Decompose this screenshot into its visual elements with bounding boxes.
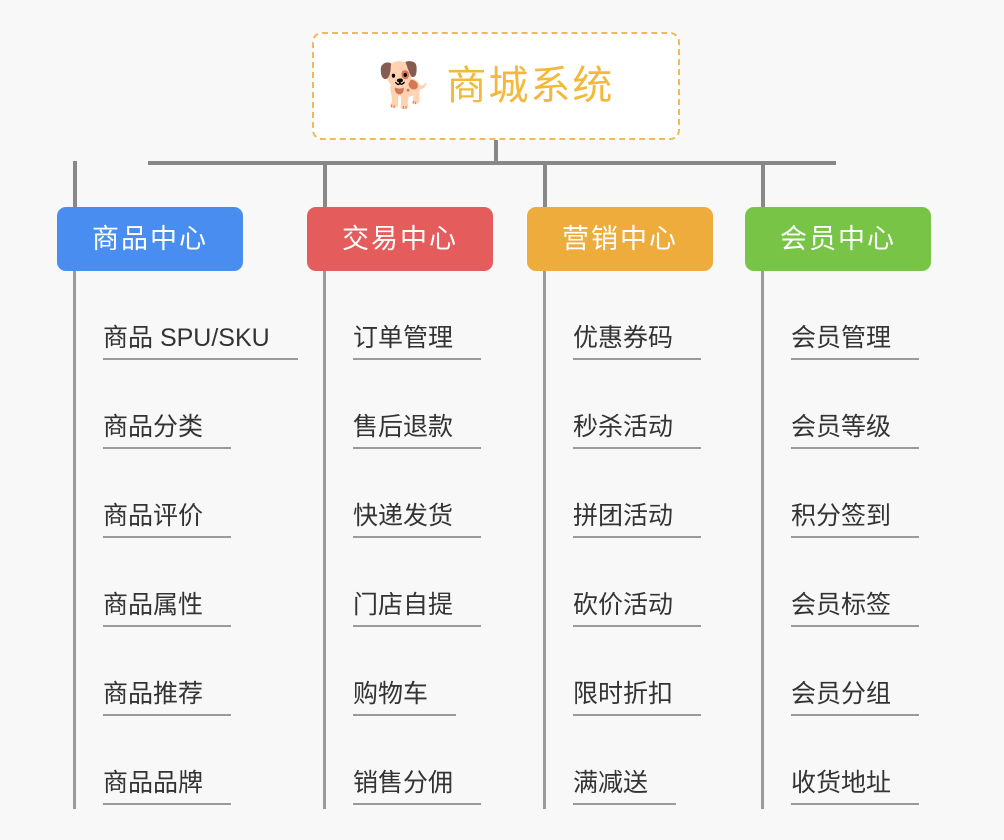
leaf-item[interactable]: 商品评价 [73, 449, 232, 538]
trunk-line-trade-center [323, 271, 326, 809]
leaf-item-label: 商品品牌 [103, 769, 232, 805]
leaf-item[interactable]: 砍价活动 [543, 538, 702, 627]
leaf-item-label: 商品属性 [103, 591, 232, 627]
root-title: 商城系统 [446, 64, 615, 108]
leaf-item[interactable]: 秒杀活动 [543, 360, 702, 449]
leaf-item-label: 商品 SPU/SKU [103, 324, 298, 360]
leaf-item-label: 商品分类 [103, 413, 232, 449]
leaf-item-label: 优惠券码 [573, 324, 702, 360]
leaf-item[interactable]: 售后退款 [323, 360, 482, 449]
category-header-trade-center[interactable]: 交易中心 [307, 207, 493, 271]
leaf-item-label: 商品评价 [103, 502, 232, 538]
leaf-item-label: 购物车 [353, 680, 457, 716]
leaf-item-label: 秒杀活动 [573, 413, 702, 449]
column-member-center: 会员中心会员管理会员等级积分签到会员标签会员分组收货地址 [745, 207, 931, 809]
leaf-item-label: 商品推荐 [103, 680, 232, 716]
leaf-item[interactable]: 商品分类 [73, 360, 232, 449]
leaf-item[interactable]: 商品推荐 [73, 627, 232, 716]
category-header-product-center[interactable]: 商品中心 [57, 207, 243, 271]
leaf-item-label: 限时折扣 [573, 680, 702, 716]
leaf-item-label: 会员标签 [791, 591, 920, 627]
connector-drop-product-center [73, 161, 77, 207]
leaf-item-label: 积分签到 [791, 502, 920, 538]
connector-drop-marketing-center [543, 161, 547, 207]
leaf-item[interactable]: 商品属性 [73, 538, 232, 627]
leaf-item-label: 会员分组 [791, 680, 920, 716]
leaf-item[interactable]: 优惠券码 [543, 271, 702, 360]
leaf-item-label: 会员等级 [791, 413, 920, 449]
leaf-item[interactable]: 商品品牌 [73, 716, 232, 805]
trunk-line-member-center [761, 271, 764, 809]
root-node[interactable]: 🐕 商城系统 [312, 32, 680, 140]
connector-drop-member-center [761, 161, 765, 207]
leaf-item-label: 满减送 [573, 769, 677, 805]
connector-drop-trade-center [323, 161, 327, 207]
leaf-item[interactable]: 会员分组 [761, 627, 920, 716]
leaf-item-label: 销售分佣 [353, 769, 482, 805]
leaf-item[interactable]: 会员管理 [761, 271, 920, 360]
leaf-item[interactable]: 门店自提 [323, 538, 482, 627]
category-header-member-center[interactable]: 会员中心 [745, 207, 931, 271]
leaf-item[interactable]: 快递发货 [323, 449, 482, 538]
leaf-item[interactable]: 积分签到 [761, 449, 920, 538]
leaf-item[interactable]: 订单管理 [323, 271, 482, 360]
leaf-item[interactable]: 购物车 [323, 627, 457, 716]
column-trade-center: 交易中心订单管理售后退款快递发货门店自提购物车销售分佣 [307, 207, 493, 809]
leaf-item-label: 订单管理 [353, 324, 482, 360]
category-header-marketing-center[interactable]: 营销中心 [527, 207, 713, 271]
leaf-item-label: 会员管理 [791, 324, 920, 360]
trunk-line-marketing-center [543, 271, 546, 809]
leaf-item[interactable]: 拼团活动 [543, 449, 702, 538]
trunk-line-product-center [73, 271, 76, 809]
leaf-item-label: 售后退款 [353, 413, 482, 449]
leaf-item-label: 门店自提 [353, 591, 482, 627]
leaf-item[interactable]: 销售分佣 [323, 716, 482, 805]
leaf-item-label: 拼团活动 [573, 502, 702, 538]
leaf-item-label: 快递发货 [353, 502, 482, 538]
leaf-item[interactable]: 满减送 [543, 716, 677, 805]
connector-root-stem [494, 140, 498, 165]
leaf-item[interactable]: 会员等级 [761, 360, 920, 449]
column-marketing-center: 营销中心优惠券码秒杀活动拼团活动砍价活动限时折扣满减送 [527, 207, 713, 809]
leaf-item[interactable]: 收货地址 [761, 716, 920, 805]
leaf-item-label: 收货地址 [791, 769, 920, 805]
leaf-item[interactable]: 商品 SPU/SKU [73, 271, 298, 360]
column-product-center: 商品中心商品 SPU/SKU 商品分类商品评价商品属性商品推荐商品品牌 [57, 207, 298, 809]
connector-horizontal-bus [148, 161, 836, 165]
dog-face-icon: 🐕 [377, 61, 433, 110]
leaf-item-label: 砍价活动 [573, 591, 702, 627]
leaf-item[interactable]: 会员标签 [761, 538, 920, 627]
leaf-item[interactable]: 限时折扣 [543, 627, 702, 716]
